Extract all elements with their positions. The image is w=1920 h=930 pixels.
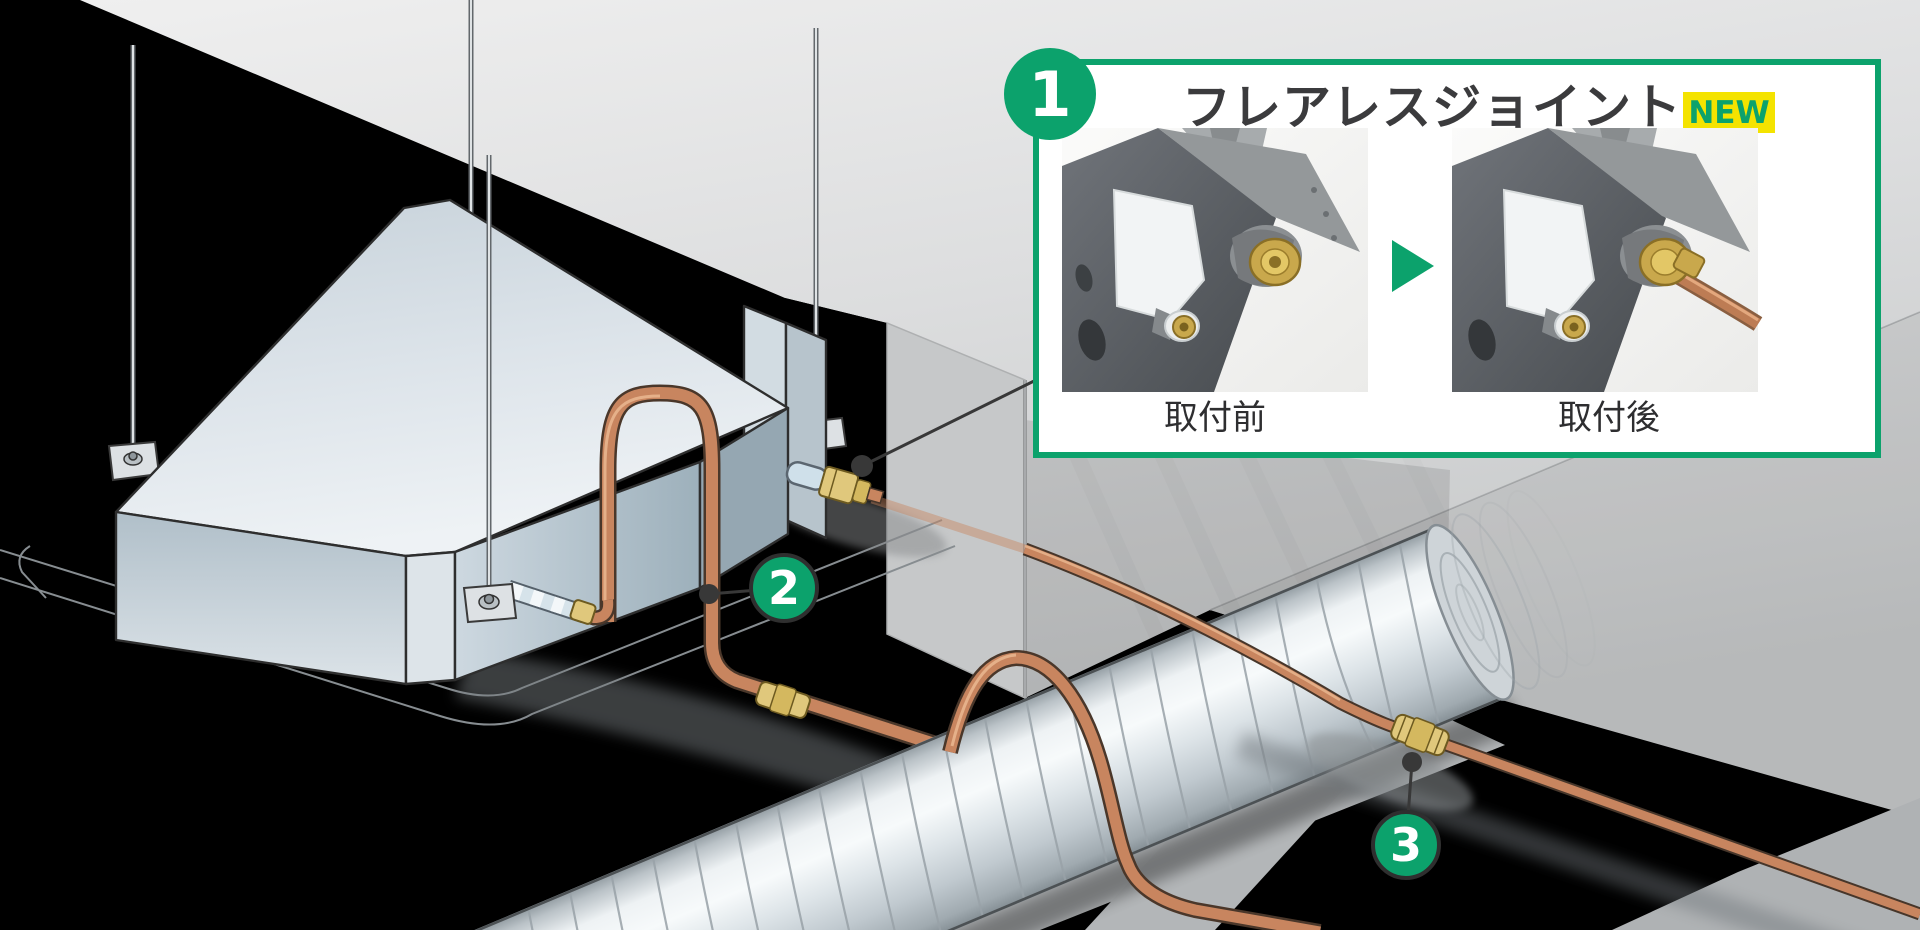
leader-dot-3 (1402, 752, 1422, 772)
svg-text:2: 2 (768, 561, 800, 615)
svg-text:3: 3 (1390, 818, 1422, 872)
copper-pipe-behind-pane (870, 494, 1027, 554)
copper-pipe-over-duct (942, 649, 1322, 930)
unit-shadow (455, 650, 905, 808)
photo-before (1062, 128, 1368, 392)
unit-port-connection (505, 579, 616, 626)
refrigerant-pipe-loop (599, 384, 950, 757)
marker-3-badge: 3 (1371, 810, 1441, 880)
photo-after-label: 取付後 (1558, 398, 1660, 438)
marker-1-badge: 1 (1004, 48, 1096, 140)
photo-after (1452, 128, 1763, 392)
arrow-right-icon (1392, 240, 1434, 292)
brass-coupling-3 (1390, 713, 1450, 757)
flareless-joint-fitting (785, 460, 885, 505)
svg-text:NEW: NEW (1688, 95, 1769, 131)
glass-pane (887, 323, 1025, 698)
leader-line-1 (861, 379, 1035, 468)
leader-dot-1 (851, 455, 873, 477)
brass-coupling-2 (755, 681, 811, 719)
callout-title: フレアレスジョイント (1182, 79, 1682, 136)
photo-before-label: 取付前 (1164, 398, 1266, 438)
callout-panel: フレアレスジョイント NEW 取付前 (1033, 59, 1881, 458)
svg-text:1: 1 (1028, 58, 1071, 131)
joint-shadow (1306, 733, 1474, 811)
duct-end-cap (1425, 490, 1596, 701)
hanger-bracket-front (462, 582, 518, 624)
leader-dot-2 (699, 584, 719, 604)
new-badge: NEW (1683, 92, 1775, 133)
hanger-bracket-left (107, 440, 161, 482)
indoor-unit (114, 198, 828, 686)
spiral-duct (209, 490, 1596, 930)
marker-2-badge: 2 (749, 553, 819, 623)
